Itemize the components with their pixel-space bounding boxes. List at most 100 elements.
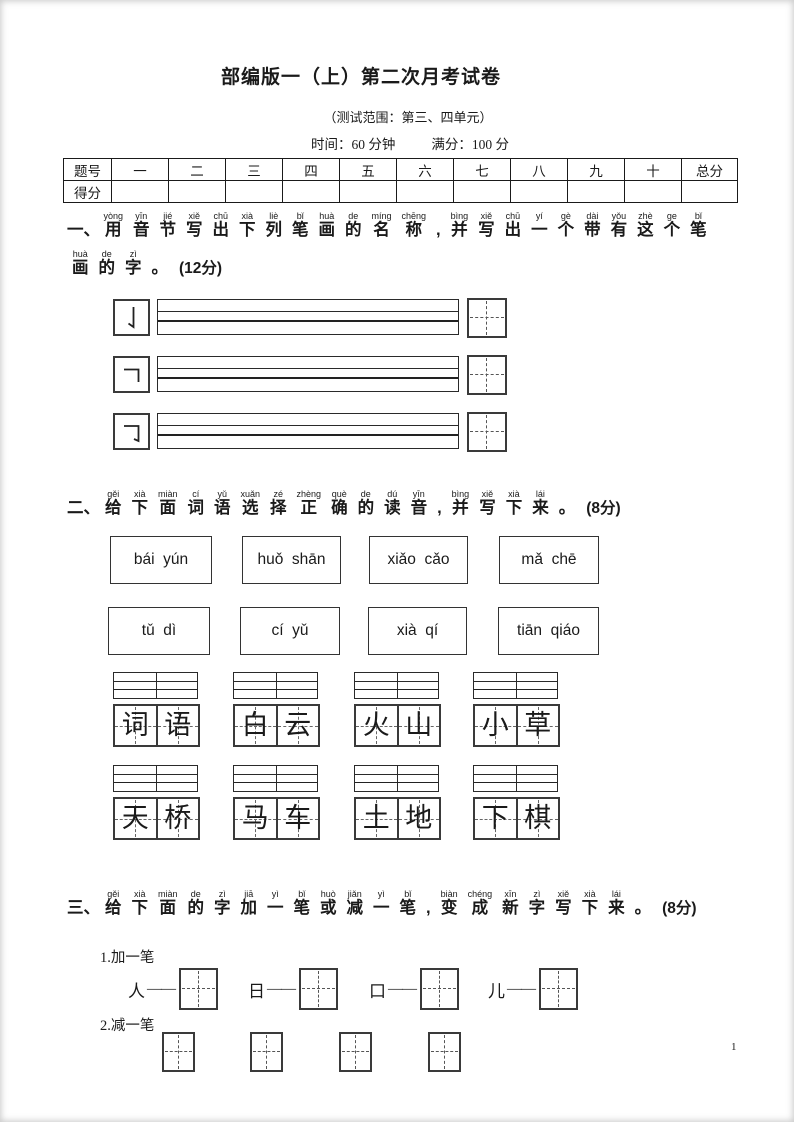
base-character: 日 bbox=[248, 981, 265, 1001]
score-table-cell: 四 bbox=[282, 158, 340, 181]
base-character: 儿 bbox=[488, 981, 505, 1001]
answer-character-grid[interactable] bbox=[179, 968, 218, 1010]
pinyin-option-huo-shan[interactable]: huǒ shān bbox=[242, 536, 341, 584]
grid-divider bbox=[275, 673, 277, 698]
answer-character-grid[interactable] bbox=[539, 968, 578, 1010]
score-blank-cell bbox=[282, 180, 340, 203]
answer-character-grid[interactable] bbox=[339, 1032, 372, 1072]
score-blank-cell bbox=[225, 180, 283, 203]
pinyin-answer-grid[interactable] bbox=[233, 765, 318, 792]
answer-character-grid[interactable] bbox=[250, 1032, 283, 1072]
pinyin-option-xia-qi[interactable]: xià qí bbox=[368, 607, 467, 655]
question-3-text: 给gěi下xià面miàn的de字zì加jiā一yì笔bǐ或huò减jiǎn一y… bbox=[105, 889, 652, 917]
pinyin-writing-lines-1[interactable] bbox=[157, 299, 459, 335]
pinyin-answer-grid[interactable] bbox=[473, 672, 558, 699]
answer-character-grid[interactable] bbox=[299, 968, 338, 1010]
answer-character-grid[interactable] bbox=[428, 1032, 461, 1072]
answer-character-grid[interactable] bbox=[420, 968, 459, 1010]
pinyin-answer-grid[interactable] bbox=[113, 672, 198, 699]
grid-divider bbox=[515, 673, 517, 698]
score-blank-cell bbox=[681, 180, 738, 203]
vertical-hook-stroke-icon bbox=[127, 307, 135, 329]
word-cell: 云 bbox=[275, 706, 319, 745]
pinyin-answer-grid[interactable] bbox=[354, 765, 439, 792]
question-1-header: 一、用yòng音yīn节jié写xiě出chū下xià列liè笔bǐ画huà的d… bbox=[67, 210, 712, 286]
answer-dash: —— bbox=[507, 980, 536, 997]
pinyin-option-ci-yu[interactable]: cí yǔ bbox=[240, 607, 340, 655]
score-table-cell: 得分 bbox=[63, 180, 112, 203]
test-scope-subtitle: （测试范围：第三、四单元） bbox=[323, 110, 493, 125]
question-2-number: 二、 bbox=[67, 499, 100, 517]
word-grid-ciyu: 词 语 bbox=[113, 704, 200, 747]
time-limit: 时间：60 分钟 bbox=[311, 137, 396, 152]
pinyin-answer-grid[interactable] bbox=[113, 765, 198, 792]
answer-character-grid[interactable] bbox=[162, 1032, 195, 1072]
word-cell: 语 bbox=[155, 706, 199, 745]
grid-divider bbox=[275, 766, 277, 791]
page-title: 部编版一（上）第二次月考试卷 bbox=[220, 67, 502, 88]
page-number: 1 bbox=[731, 1041, 737, 1053]
question-3-number: 三、 bbox=[67, 899, 100, 917]
score-table-cell: 七 bbox=[453, 158, 511, 181]
word-cell: 马 bbox=[235, 799, 276, 838]
grid-divider bbox=[396, 673, 398, 698]
stroke-box-3 bbox=[113, 413, 150, 450]
pinyin-option-tian-qiao[interactable]: tiān qiáo bbox=[498, 607, 599, 655]
pinyin-answer-grid[interactable] bbox=[233, 672, 318, 699]
base-character: 人 bbox=[128, 981, 145, 1001]
score-blank-cell bbox=[111, 180, 169, 203]
score-table-cell: 总分 bbox=[681, 158, 738, 181]
word-grid-tudi: 土 地 bbox=[354, 797, 441, 840]
score-table-cell: 九 bbox=[567, 158, 625, 181]
base-character: 口 bbox=[369, 981, 386, 1001]
score-blank-cell bbox=[624, 180, 682, 203]
score-blank-cell bbox=[168, 180, 226, 203]
pinyin-option-bai-yun[interactable]: bái yún bbox=[110, 536, 212, 584]
word-cell: 白 bbox=[235, 706, 276, 745]
word-cell: 棋 bbox=[515, 799, 559, 838]
add-stroke-item-ren: 人 —— bbox=[128, 968, 218, 1010]
character-grid-1[interactable] bbox=[467, 298, 507, 338]
score-table: 题号 一 二 三 四 五 六 七 八 九 十 总分 得分 bbox=[63, 158, 738, 203]
word-grid-mache: 马 车 bbox=[233, 797, 320, 840]
pinyin-option-tu-di[interactable]: tǔ dì bbox=[108, 607, 210, 655]
word-cell: 下 bbox=[475, 799, 516, 838]
character-grid-2[interactable] bbox=[467, 355, 507, 395]
horizontal-turn-hook-stroke-icon bbox=[124, 425, 140, 443]
question-2-header: 二、给gěi下xià面miàn词cí语yǔ选xuǎn择zé正zhèng确què的… bbox=[67, 488, 621, 526]
pinyin-writing-lines-3[interactable] bbox=[157, 413, 459, 449]
grid-divider bbox=[396, 766, 398, 791]
subsection-add-stroke-label: 1.加一笔 bbox=[100, 950, 155, 966]
score-table-cell: 六 bbox=[396, 158, 454, 181]
word-grid-baiyun: 白 云 bbox=[233, 704, 320, 747]
word-grid-tianqiao: 天 桥 bbox=[113, 797, 200, 840]
score-table-cell: 一 bbox=[111, 158, 169, 181]
horizontal-turn-stroke-icon bbox=[124, 368, 140, 382]
question-2-text: 给gěi下xià面miàn词cí语yǔ选xuǎn择zé正zhèng确què的de… bbox=[105, 489, 576, 517]
question-3-points: (8分) bbox=[662, 900, 697, 917]
pinyin-option-xiao-cao[interactable]: xiǎo cǎo bbox=[369, 536, 468, 584]
word-cell: 地 bbox=[396, 799, 440, 838]
grid-divider bbox=[155, 766, 157, 791]
pinyin-option-ma-che[interactable]: mǎ chē bbox=[499, 536, 599, 584]
character-grid-3[interactable] bbox=[467, 412, 507, 452]
score-table-cell: 题号 bbox=[63, 158, 112, 181]
question-1-text-line2: 画huà的de字zì。 bbox=[72, 249, 168, 277]
pinyin-answer-grid[interactable] bbox=[473, 765, 558, 792]
score-table-cell: 八 bbox=[510, 158, 568, 181]
score-table-score-row: 得分 bbox=[63, 180, 738, 203]
score-table-cell: 二 bbox=[168, 158, 226, 181]
question-3-header: 三、给gěi下xià面miàn的de字zì加jiā一yì笔bǐ或huò减jiǎn… bbox=[67, 888, 697, 926]
score-table-cell: 五 bbox=[339, 158, 397, 181]
word-grid-xiaocao: 小 草 bbox=[473, 704, 560, 747]
pinyin-answer-grid[interactable] bbox=[354, 672, 439, 699]
answer-dash: —— bbox=[147, 980, 176, 997]
add-stroke-item-kou: 口 —— bbox=[369, 968, 459, 1010]
answer-dash: —— bbox=[267, 980, 296, 997]
question-1-points: (12分) bbox=[179, 260, 223, 277]
score-blank-cell bbox=[396, 180, 454, 203]
stroke-box-1 bbox=[113, 299, 150, 336]
score-table-cell: 十 bbox=[624, 158, 682, 181]
question-1-text-line1: 用yòng音yīn节jié写xiě出chū下xià列liè笔bǐ画huà的de名… bbox=[103, 211, 707, 239]
pinyin-writing-lines-2[interactable] bbox=[157, 356, 459, 392]
